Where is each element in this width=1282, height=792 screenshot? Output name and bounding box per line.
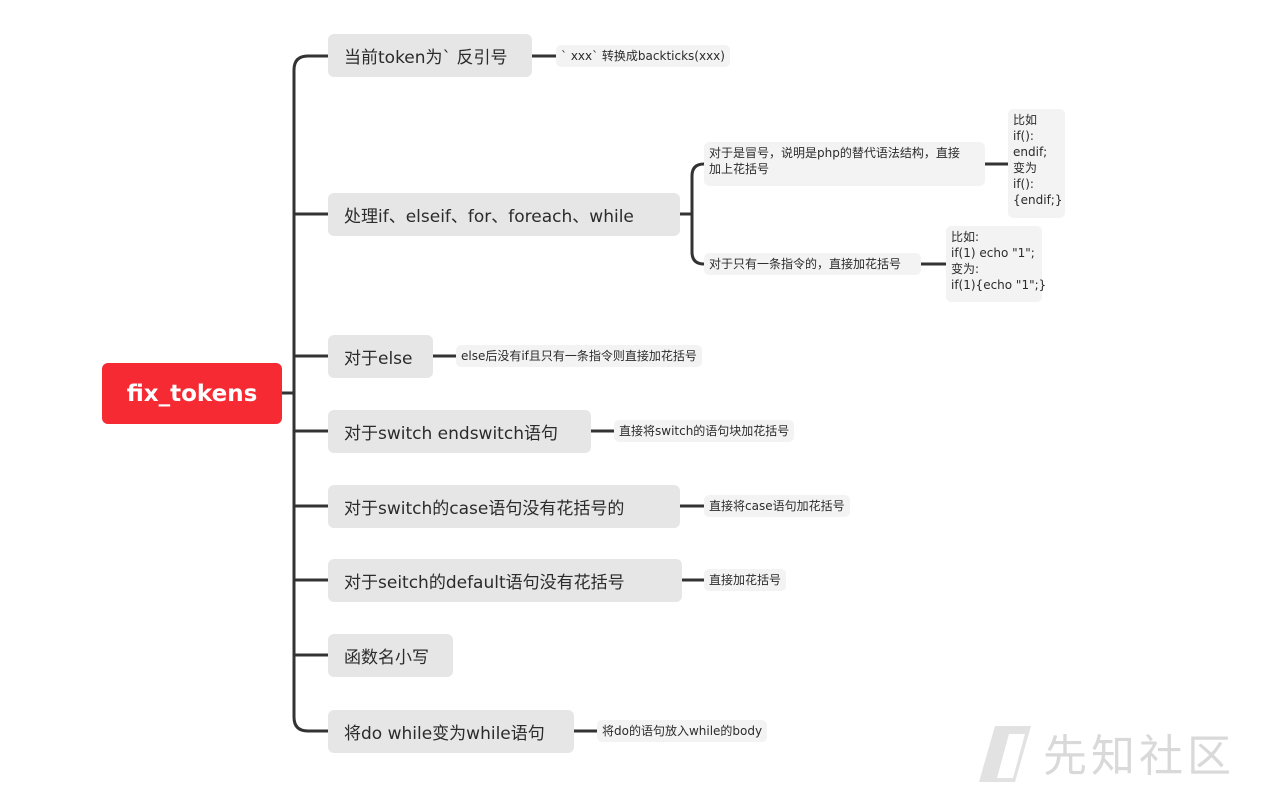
sub-do-while[interactable]: 将do的语句放入while的body	[597, 720, 768, 742]
watermark-text: 先知社区	[1043, 731, 1235, 782]
sub-colon-example[interactable]: 比如 if(): endif; 变为 if(): {endif;}	[1008, 109, 1065, 218]
branch-default[interactable]: 对于seitch的default语句没有花括号	[328, 559, 682, 602]
branch-lowercase-function[interactable]: 函数名小写	[328, 634, 453, 677]
branch-case[interactable]: 对于switch的case语句没有花括号的	[328, 485, 680, 528]
sub-label: 对于是冒号，说明是php的替代语法结构，直接 加上花括号	[709, 146, 960, 176]
sub-single-statement[interactable]: 对于只有一条指令的，直接加花括号	[704, 253, 921, 275]
sub-else[interactable]: else后没有if且只有一条指令则直接加花括号	[456, 345, 702, 367]
branch-label: 对于switch的case语句没有花括号的	[344, 499, 625, 519]
branch-else[interactable]: 对于else	[328, 335, 433, 378]
branch-label: 处理if、elseif、for、foreach、while	[344, 207, 634, 227]
sub-label: 对于只有一条指令的，直接加花括号	[709, 257, 902, 271]
branch-label: 对于seitch的default语句没有花括号	[344, 573, 625, 593]
sub-single-example[interactable]: 比如: if(1) echo "1"; 变为: if(1){echo "1";}	[946, 226, 1046, 302]
root-label: fix_tokens	[126, 380, 258, 407]
xianzhi-logo-icon	[979, 726, 1031, 782]
sub-label: 将do的语句放入while的body	[602, 724, 763, 738]
branch-label: 对于switch endswitch语句	[344, 424, 558, 444]
sub-default[interactable]: 直接加花括号	[704, 569, 787, 591]
sub-backtick[interactable]: ` xxx` 转换成backticks(xxx)	[556, 45, 730, 67]
sub-label: 比如 if(): endif; 变为 if(): {endif;}	[1013, 113, 1063, 207]
sub-label: else后没有if且只有一条指令则直接加花括号	[461, 349, 697, 363]
sub-switch[interactable]: 直接将switch的语句块加花括号	[614, 420, 795, 442]
sub-colon-syntax[interactable]: 对于是冒号，说明是php的替代语法结构，直接 加上花括号	[704, 142, 985, 186]
edge-2-fork-bar	[690, 162, 706, 266]
branch-if-loops[interactable]: 处理if、elseif、for、foreach、while	[328, 193, 680, 236]
branch-backtick[interactable]: 当前token为` 反引号	[328, 34, 532, 77]
sub-case[interactable]: 直接将case语句加花括号	[704, 495, 850, 517]
sub-label: 直接将switch的语句块加花括号	[619, 424, 790, 438]
watermark: 先知社区	[975, 718, 1265, 786]
edge-trunk	[292, 54, 310, 733]
root-node[interactable]: fix_tokens	[102, 363, 282, 424]
branch-label: 当前token为` 反引号	[344, 48, 508, 68]
sub-label: ` xxx` 转换成backticks(xxx)	[561, 49, 725, 63]
branch-do-while[interactable]: 将do while变为while语句	[328, 710, 574, 753]
branch-switch[interactable]: 对于switch endswitch语句	[328, 410, 591, 453]
branch-label: 函数名小写	[344, 648, 429, 668]
sub-label: 比如: if(1) echo "1"; 变为: if(1){echo "1";}	[951, 230, 1047, 292]
branch-label: 对于else	[344, 349, 413, 369]
branch-label: 将do while变为while语句	[344, 724, 545, 744]
sub-label: 直接加花括号	[709, 573, 782, 587]
sub-label: 直接将case语句加花括号	[709, 499, 845, 513]
